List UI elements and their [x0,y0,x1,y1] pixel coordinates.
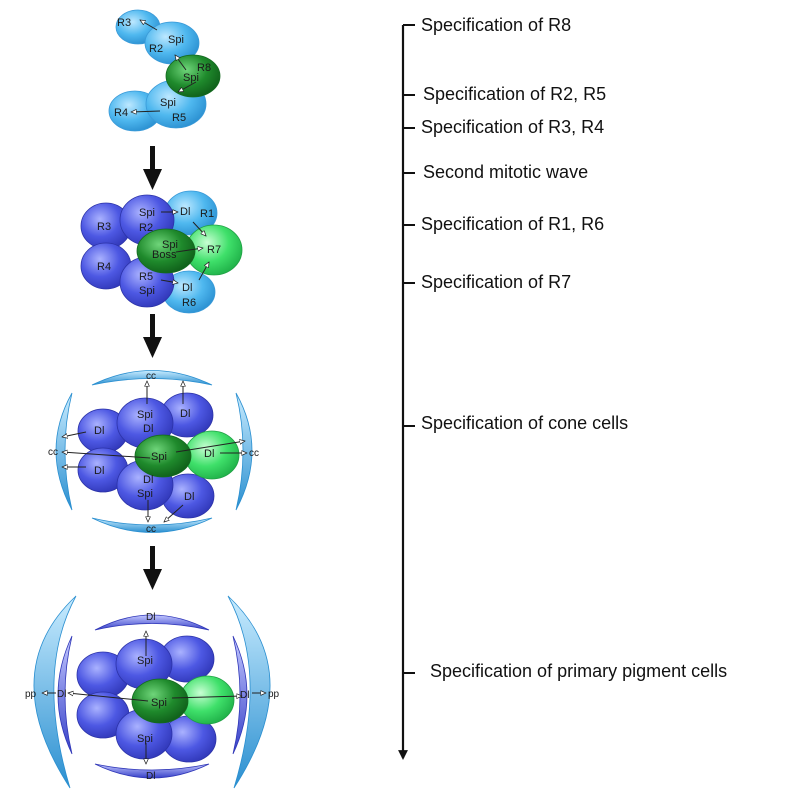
label-dl: Dl [57,689,66,700]
label-dl: Dl [146,771,155,782]
stage-label-r3-r4: Specification of R3, R4 [421,117,605,137]
progression-arrows [143,146,162,590]
down-arrow-icon [143,314,162,358]
signal-arrow [175,441,245,453]
label-dl: Dl [180,408,190,420]
label-dl: Dl [204,448,214,460]
signal-arrow [131,111,161,112]
cone-cell-top [91,370,213,386]
stage-label-primary-pigment-cells: Specification of primary pigment cells [430,661,728,681]
panel-3-cone-cells: cc cc cc cc Spi Dl Dl Dl Dl Spi Dl Dl Sp… [48,370,259,535]
signal-arrow [192,221,206,236]
label-cc: cc [48,447,58,458]
cell-r8 [134,434,192,478]
cell-r8 [131,678,189,724]
label-r3: R3 [97,221,111,233]
signal-arrow [62,431,87,437]
label-spi: Spi [139,285,155,297]
stage-label-r1-r6: Specification of R1, R6 [421,214,605,234]
label-r4: R4 [97,261,111,273]
label-boss: Boss [152,249,177,261]
down-arrow-icon [143,546,162,590]
label-dl: Dl [94,425,104,437]
label-cc: cc [146,524,156,535]
label-spi: Spi [162,239,178,251]
label-r3: R3 [117,17,131,29]
stage-label-r7: Specification of R7 [421,272,572,292]
label-r8: R8 [197,62,211,74]
label-r7: R7 [207,244,221,256]
cone-cell-top [94,614,210,631]
panel-2-r1-r7-cluster: R3 Spi R2 Dl R1 Spi Boss R7 R4 R5 Spi Dl… [80,190,243,314]
stage-label-r8: Specification of R8 [421,15,572,35]
label-spi: Spi [168,34,184,46]
signal-arrow [68,693,149,702]
label-dl: Dl [182,282,192,294]
label-cc: cc [146,371,156,382]
label-pp: pp [268,689,280,700]
label-dl: Dl [146,612,155,623]
signal-arrow [171,696,242,698]
label-r2: R2 [139,222,153,234]
label-dl: Dl [143,423,153,435]
cone-cell-left [55,392,73,511]
label-spi: Spi [183,72,199,84]
label-spi: Spi [137,733,153,745]
stage-label-cone-cells: Specification of cone cells [421,413,629,433]
cell-r8 [136,228,196,274]
signal-arrow [164,504,184,522]
signal-arrow [175,55,187,71]
label-spi: Spi [137,488,153,500]
panel-1-r8-cluster: R3 Spi R2 R8 Spi Spi R4 R5 [108,9,221,132]
signal-arrow [198,262,210,281]
label-spi: Spi [137,655,153,667]
signal-arrow [175,248,203,253]
label-dl: Dl [180,206,190,218]
label-r5: R5 [139,271,153,283]
label-spi: Spi [160,97,176,109]
label-dl: Dl [143,474,153,486]
cell-r8 [165,54,221,98]
panel-4-primary-pigment-cells: Dl Dl Dl Dl pp pp Spi Spi Spi [25,595,280,789]
label-spi: Spi [139,207,155,219]
stage-label-r2-r5: Specification of R2, R5 [423,84,607,104]
label-dl: Dl [184,491,194,503]
label-spi: Spi [137,409,153,421]
signal-arrow [62,452,151,459]
pigment-cell-right [227,595,271,789]
label-spi: Spi [151,451,167,463]
label-r1: R1 [200,208,214,220]
label-r4: R4 [114,107,128,119]
timeline-axis [398,24,415,760]
label-dl: Dl [240,690,249,701]
signal-arrow [178,81,197,93]
pigment-cell-left [33,595,77,789]
label-r5: R5 [172,112,186,124]
cone-cell-bottom [94,763,210,779]
label-r6: R6 [182,297,196,309]
down-arrow-icon [143,146,162,190]
stage-label-second-mitotic-wave: Second mitotic wave [423,162,589,182]
signal-arrow [140,20,158,31]
label-spi: Spi [151,697,167,709]
cone-cell-bottom [91,517,213,533]
signal-arrow [160,280,178,283]
cone-cell-left [57,635,73,755]
label-dl: Dl [94,465,104,477]
label-r2: R2 [149,43,163,55]
label-cc: cc [249,448,259,459]
label-pp: pp [25,689,37,700]
